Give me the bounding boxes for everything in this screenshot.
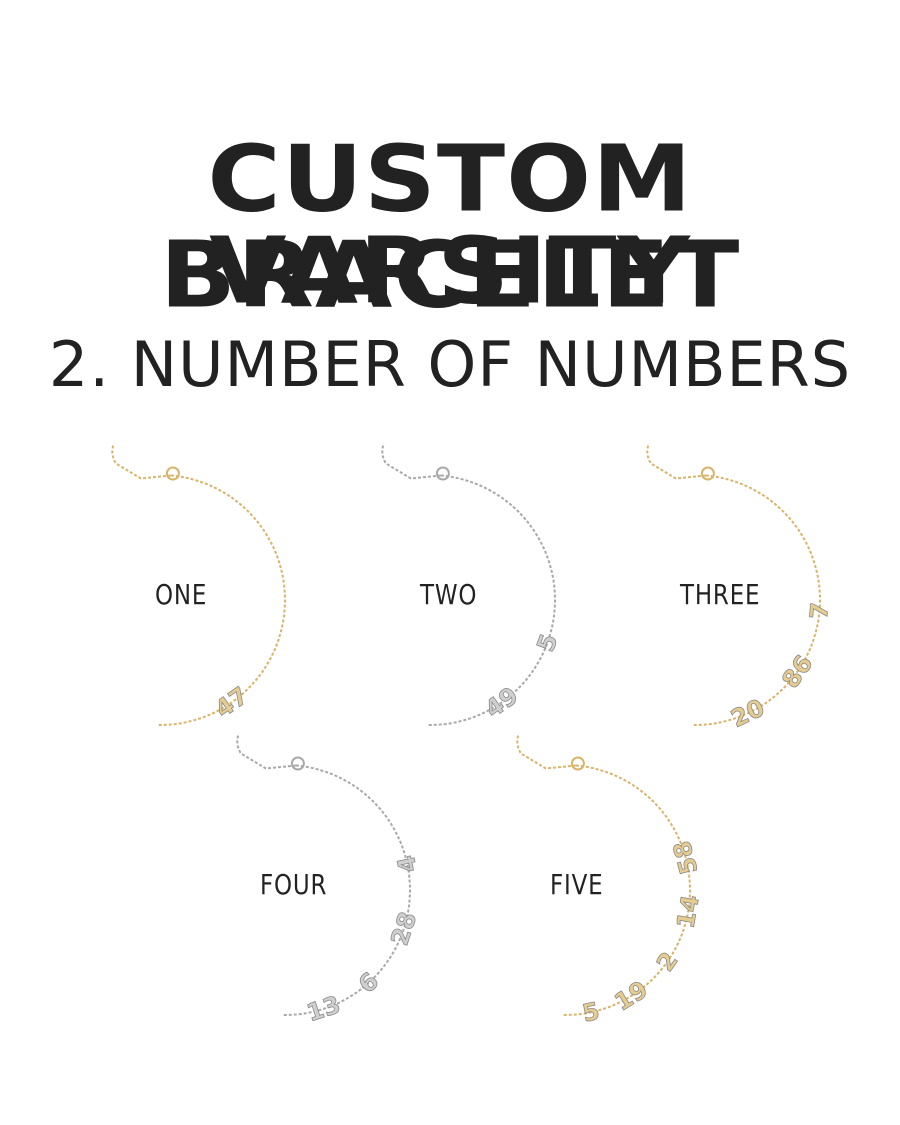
number-charm: 6 [353, 967, 385, 1000]
clasp-chain [381, 443, 441, 480]
number-charm: 20 [726, 693, 769, 733]
page-title-line-1: CUSTOM VARSITY [207, 124, 693, 325]
bracelet-option-two[interactable]: 49 5 TWO [360, 443, 620, 730]
clasp-chain [516, 733, 576, 770]
number-charm: 58 [667, 837, 704, 878]
bracelet-chain [692, 474, 821, 726]
bracelet-two-image: 49 5 [381, 443, 564, 726]
clasp-chain [646, 443, 706, 480]
charm-number: 86 [776, 650, 818, 693]
charm-number: 7 [805, 601, 834, 620]
number-charm: 14 [671, 892, 705, 931]
charm-number: 13 [303, 990, 343, 1027]
number-charm: 5 [580, 996, 603, 1028]
bracelet-chain [157, 474, 286, 726]
clasp-chain [236, 733, 296, 770]
clasp-ring [700, 466, 715, 481]
charm-number: 14 [671, 893, 704, 931]
page-subtitle: 2. NUMBER OF NUMBERS [48, 328, 852, 401]
bracelet-five-label: FIVE [550, 868, 604, 901]
bracelet-five-image: 5 192 14 58 [516, 733, 705, 1028]
clasp-ring [165, 466, 180, 481]
number-charm: 86 [776, 650, 819, 694]
number-charm: 13 [303, 990, 344, 1028]
charm-number: 49 [480, 681, 523, 723]
clasp-ring [570, 756, 585, 771]
bracelet-two-label: TWO [420, 578, 478, 611]
clasp-ring [435, 466, 450, 481]
charm-number: 6 [353, 967, 384, 999]
number-charm: 5 [531, 630, 564, 656]
charm-number: 47 [210, 681, 253, 723]
number-charm: 49 [480, 681, 524, 724]
bracelet-one-label: ONE [155, 578, 208, 611]
clasp-ring [290, 756, 305, 771]
charm-number: 19 [610, 975, 653, 1016]
bracelet-four-image: 13 628 4 [236, 733, 423, 1028]
bracelet-chain [427, 474, 556, 726]
bracelet-chain [282, 764, 411, 1016]
charm-number: 4 [392, 853, 423, 875]
charm-number: 5 [580, 997, 602, 1028]
charm-number: 28 [385, 908, 422, 948]
bracelet-three-label: THREE [680, 578, 761, 611]
number-charm: 7 [804, 601, 834, 621]
charm-number: 2 [651, 947, 684, 977]
page-title-line-2: BRACELET [159, 220, 741, 329]
number-charm: 2 [651, 946, 684, 977]
charm-number: 5 [531, 630, 563, 655]
number-charm: 28 [385, 908, 423, 949]
number-charm: 19 [609, 975, 653, 1017]
bracelet-four-label: FOUR [260, 868, 328, 901]
number-charm: 47 [210, 681, 254, 724]
bracelet-one-image: 47 [111, 443, 286, 726]
clasp-chain [111, 443, 171, 480]
number-charm: 4 [391, 853, 423, 876]
bracelet-chain [562, 764, 691, 1016]
charm-number: 58 [668, 838, 704, 878]
charm-number: 20 [727, 694, 769, 733]
bracelet-option-one[interactable]: 47 ONE [90, 443, 350, 730]
